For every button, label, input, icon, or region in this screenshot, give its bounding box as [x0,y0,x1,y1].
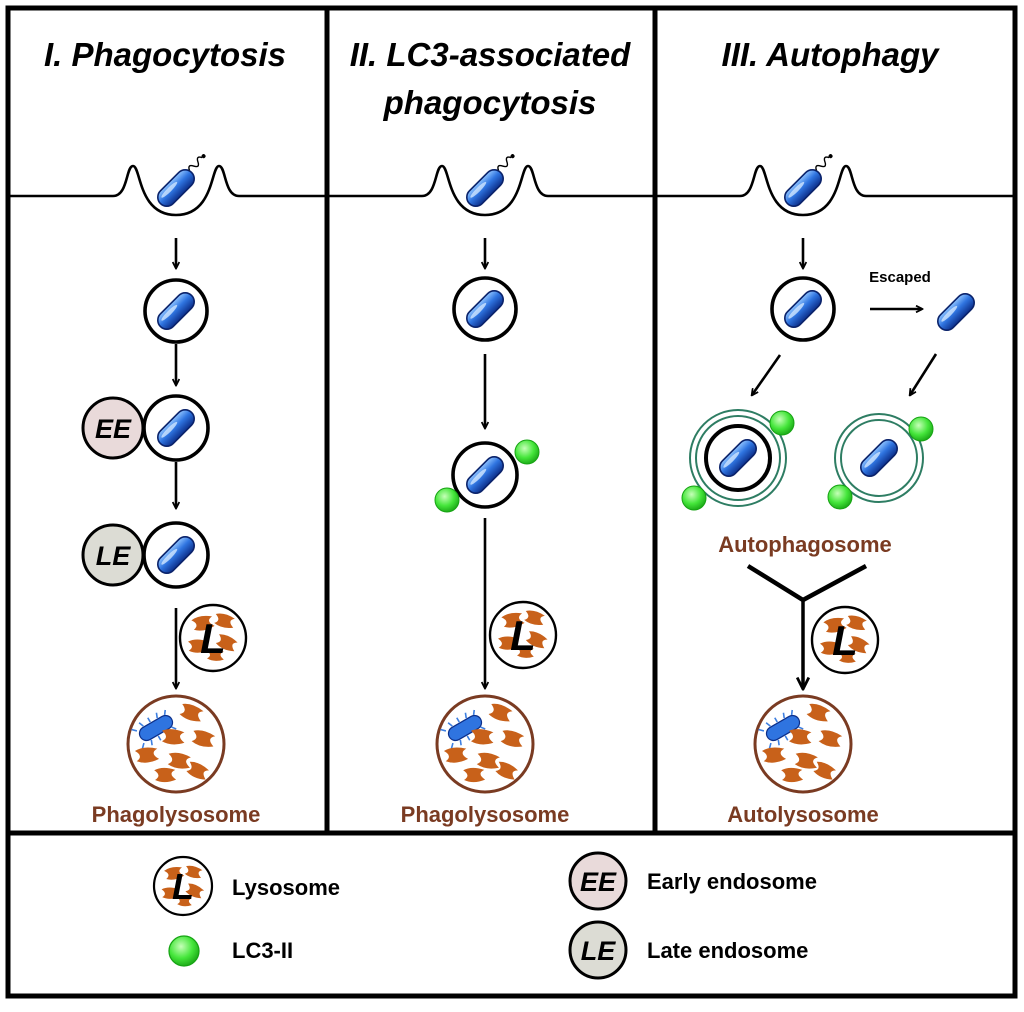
panel-3-autophagy: Escaped Autophagosome L Autolysosome [681,238,979,827]
escaped-label: Escaped [869,269,931,286]
lysosome-label: L [832,617,858,664]
legend-lysosome-marker: L [172,866,194,907]
early-endosome-icon [568,851,628,911]
legend: L Lysosome LC3-II EE Early endosome LE L… [154,851,817,980]
panel-1-title: I. Phagocytosis [44,36,286,73]
legend-early-endosome-label: Early endosome [647,869,817,894]
arrow-icon [910,353,938,395]
lc3-icon [168,935,200,967]
panel-3-result: Autolysosome [727,802,879,827]
early-endosome-label: EE [95,414,132,444]
legend-lysosome-label: Lysosome [232,875,340,900]
lc3-icon [827,484,853,510]
autophagosome-outer-ring [689,409,787,507]
lc3-icon [681,485,707,511]
fusion-lines [746,564,868,603]
panel-1-phagocytosis: EE LE L Phagolysosome [81,238,261,827]
figure-frame [5,5,1018,999]
phagolysosome-icon [128,696,224,792]
late-endosome-icon [568,920,628,980]
escaped-bacterium-icon [933,289,979,335]
phagolysosome-icon [437,696,533,792]
legend-late-endosome-label: Late endosome [647,938,808,963]
autophagosome-outer-ring [834,413,924,503]
late-endosome-label: LE [96,541,131,571]
autophagosome-inner-ring [695,415,781,501]
panel-2-result: Phagolysosome [401,802,570,827]
panel-2-title-line1: II. LC3-associated [350,36,631,73]
cell-membrane-3 [657,164,1013,217]
legend-lc3-label: LC3-II [232,938,293,963]
cell-membrane-1 [10,164,325,217]
autolysosome-icon [755,696,851,792]
lysosome-label: L [510,612,536,659]
lc3-icon [514,439,540,465]
lysosome-label: L [200,615,226,662]
cell-membrane-2 [329,164,653,217]
panel-3-title: III. Autophagy [722,36,941,73]
arrow-icon [752,354,782,395]
legend-ee-marker: EE [580,867,617,897]
panel-2-title-line2: phagocytosis [383,84,597,121]
lc3-icon [908,416,934,442]
autophagosome-label: Autophagosome [718,532,892,557]
panel-1-result: Phagolysosome [92,802,261,827]
lc3-icon [434,487,460,513]
legend-le-marker: LE [581,936,616,966]
panel-2-lc3-associated-phagocytosis: L Phagolysosome [401,238,570,827]
lc3-icon [769,410,795,436]
